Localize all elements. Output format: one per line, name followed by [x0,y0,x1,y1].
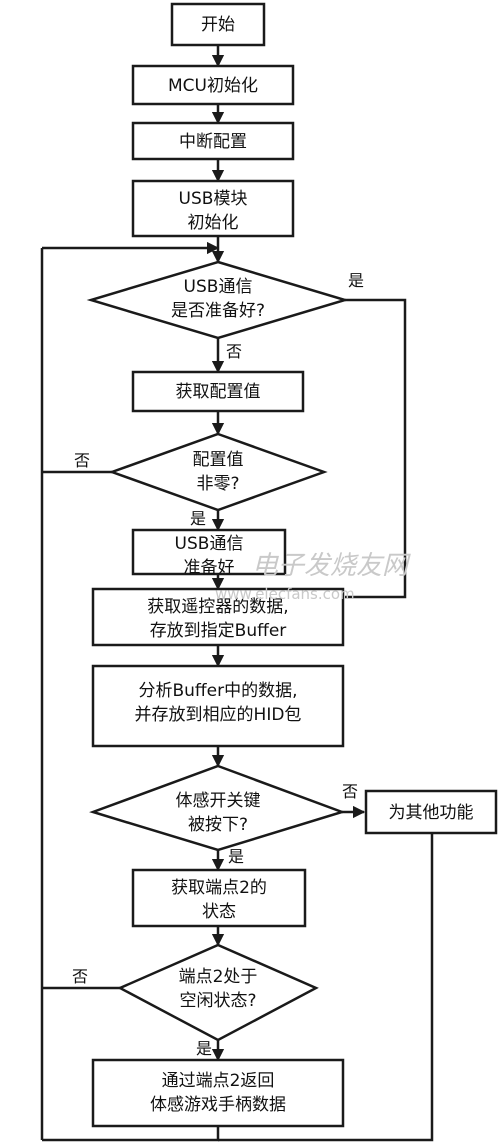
node-line: 存放到指定Buffer [150,621,287,641]
node-line: 获取遥控器的数据, [147,597,288,617]
label-key-yes: 是 [228,847,244,866]
node-usb-init: USB模块初始化 [131,179,295,238]
watermark: 电子发烧友网 www.elecfans.com [215,551,411,603]
watermark-url: www.elecfans.com [215,585,355,603]
node-other-function-text: 为其他功能 [389,803,474,823]
node-line: 端点2处于 [179,967,258,987]
node-line: 空闲状态? [179,991,256,1011]
label-config-yes: 是 [190,509,206,528]
node-start-text: 开始 [201,15,235,35]
node-line: 配置值 [193,450,244,470]
branch-labels: 是 否 否 是 否 是 否 是 [72,271,364,1058]
node-get-ep2: 获取端点2的状态 [131,868,307,928]
node-line: 并存放到相应的HID包 [135,705,302,725]
node-irq-config-text: 中断配置 [179,132,247,152]
label-config-no: 否 [74,451,90,470]
label-ep2-yes: 是 [196,1039,212,1058]
node-line: USB通信 [175,534,244,554]
node-line: 初始化 [188,213,239,233]
node-line: 获取端点2的 [171,878,267,898]
node-key-pressed-question-text: 体感开关键被按下? [176,791,261,835]
node-parse-buffer: 分析Buffer中的数据, 并存放到相应的HID包 [91,664,345,748]
node-usb-ready-text: USB通信准备好 [175,534,244,578]
node-line: 被按下? [188,815,248,835]
node-mcu-init-text: MCU初始化 [168,76,258,96]
node-usb-ready-question: USB通信是否准备好? [86,260,350,340]
node-parse-buffer-text: 分析Buffer中的数据, 并存放到相应的HID包 [135,681,302,725]
label-key-no: 否 [342,782,358,801]
node-key-pressed-question: 体感开关键被按下? [89,764,346,852]
node-get-config: 获取配置值 [131,370,305,413]
node-get-config-text: 获取配置值 [176,382,261,402]
node-line: 通过端点2返回 [162,1071,275,1091]
node-ep2-idle-question: 端点2处于空闲状态? [117,943,319,1042]
label-ep2-no: 否 [72,967,88,986]
node-return-data: 通过端点2返回体感游戏手柄数据 [91,1058,345,1128]
node-ep2-idle-question-text: 端点2处于空闲状态? [179,967,258,1011]
node-usb-init-text: USB模块初始化 [179,189,248,233]
node-line: USB通信 [184,277,253,297]
node-mcu-init: MCU初始化 [131,64,295,106]
node-line: 中断配置 [179,132,247,152]
node-config-nonzero-question: 配置值非零? [108,432,328,512]
node-line: 分析Buffer中的数据, [138,681,297,701]
node-get-remote-data-text: 获取遥控器的数据, 存放到指定Buffer [147,597,288,641]
node-line: 准备好 [184,558,235,578]
node-start: 开始 [170,2,266,47]
node-line: 体感开关键 [176,791,261,811]
node-line: 开始 [201,15,235,35]
label-usb-yes: 是 [348,271,364,290]
node-config-nonzero-question-text: 配置值非零? [193,450,244,494]
node-return-data-text: 通过端点2返回体感游戏手柄数据 [150,1071,286,1115]
node-line: 是否准备好? [171,301,265,321]
node-line: USB模块 [179,189,248,209]
label-usb-no: 否 [226,342,242,361]
connectors [40,45,434,1142]
node-line: 非零? [196,474,239,494]
node-line: 为其他功能 [389,803,474,823]
node-other-function: 为其他功能 [364,789,498,835]
node-usb-ready-question-text: USB通信是否准备好? [171,277,265,321]
node-irq-config: 中断配置 [131,121,295,161]
node-line: MCU初始化 [168,76,258,96]
node-get-ep2-text: 获取端点2的状态 [171,878,267,922]
node-usb-ready: USB通信准备好 [131,528,287,578]
node-line: 获取配置值 [176,382,261,402]
node-line: 状态 [202,902,236,922]
node-line: 体感游戏手柄数据 [150,1095,286,1115]
watermark-cn: 电子发烧友网 [252,551,411,581]
node-get-remote-data: 获取遥控器的数据, 存放到指定Buffer [91,587,345,647]
